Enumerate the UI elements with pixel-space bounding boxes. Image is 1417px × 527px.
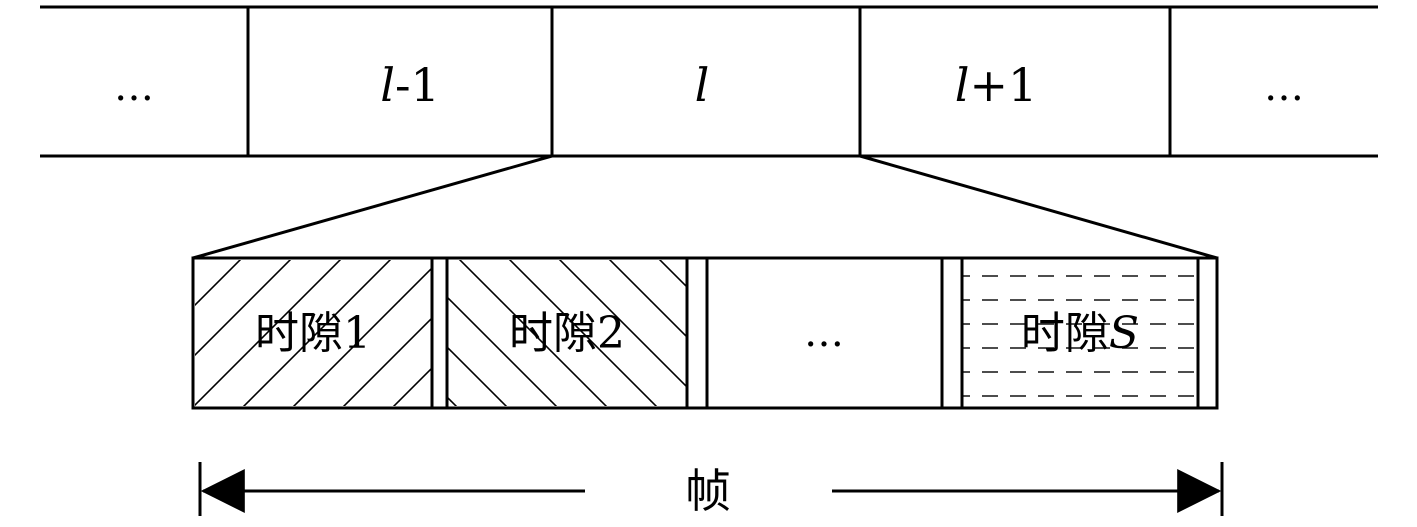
slot-1-fill bbox=[195, 260, 432, 406]
cell-l-label: l bbox=[695, 58, 710, 112]
cell-l-minus-1-label: l-1 bbox=[380, 58, 440, 112]
cell-l-plus-1-label: l+1 bbox=[955, 58, 1038, 112]
slot-1-label: 时隙1 bbox=[255, 308, 371, 359]
frame-span-label: 帧 bbox=[685, 464, 731, 518]
frame-outline bbox=[191, 256, 1219, 410]
slot-s-fill bbox=[962, 260, 1198, 406]
slot-2-label: 时隙2 bbox=[509, 308, 625, 359]
slot-s-label: 时隙S bbox=[1021, 308, 1139, 359]
zoom-connector-right bbox=[859, 154, 1218, 260]
frame-sequence-row: … l-1 l l+1 … bbox=[40, 5, 1378, 158]
frame-span-indicator: 帧 bbox=[198, 462, 1224, 518]
slot-ellipsis-label: … bbox=[804, 310, 844, 356]
expanded-frame: 时隙1 时隙2 … 时隙S bbox=[191, 256, 1219, 410]
slot-2-fill bbox=[447, 260, 686, 406]
cell-left-ellipsis-label: … bbox=[114, 64, 154, 110]
cell-right-ellipsis-label: … bbox=[1264, 64, 1304, 110]
zoom-connector-left bbox=[192, 154, 553, 260]
